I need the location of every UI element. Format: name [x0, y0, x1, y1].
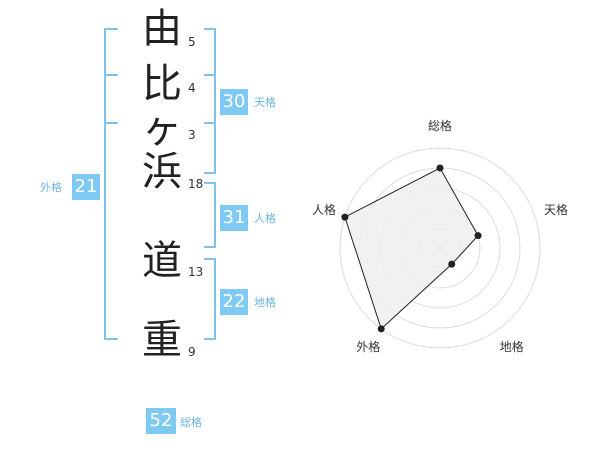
radar-axis-label: 天格: [544, 203, 569, 218]
jinkaku-label: 人格: [254, 212, 276, 225]
radar-axis-label: 総格: [427, 119, 452, 133]
stroke-count-1: 5: [188, 35, 196, 49]
tenkaku-label: 天格: [254, 96, 276, 109]
name-char-5: 道: [142, 238, 182, 284]
stroke-count-5: 13: [188, 265, 204, 279]
radar-series-polygon: [344, 167, 479, 330]
soukaku-value-badge: 52: [146, 408, 176, 434]
chikaku-label: 地格: [254, 296, 276, 309]
radar-axis-label: 外格: [356, 339, 381, 354]
stroke-count-2: 4: [188, 81, 196, 95]
radar-axis-label: 人格: [311, 203, 336, 218]
radar-axis-label: 地格: [499, 339, 524, 354]
tenkaku-value-badge: 30: [220, 89, 248, 115]
stroke-count-4: 18: [188, 177, 204, 191]
radar-point: [448, 260, 456, 268]
radar-point: [377, 325, 385, 333]
gaikaku-value-badge: 21: [72, 174, 100, 200]
stroke-count-3: 3: [188, 128, 196, 142]
name-char-4: 浜: [142, 149, 182, 195]
gaikaku-label: 外格: [40, 181, 62, 194]
name-char-6: 重: [142, 317, 182, 363]
jinkaku-value-badge: 31: [220, 205, 248, 231]
stroke-count-6: 9: [188, 345, 196, 359]
radar-point: [474, 232, 482, 240]
name-char-2: 比: [142, 61, 182, 107]
name-char-1: 由: [142, 6, 182, 52]
radar-point: [341, 213, 349, 221]
chikaku-value-badge: 22: [220, 289, 248, 315]
name-char-3: ヶ: [142, 106, 182, 152]
soukaku-label: 総格: [180, 416, 202, 429]
radar-point: [436, 164, 444, 172]
